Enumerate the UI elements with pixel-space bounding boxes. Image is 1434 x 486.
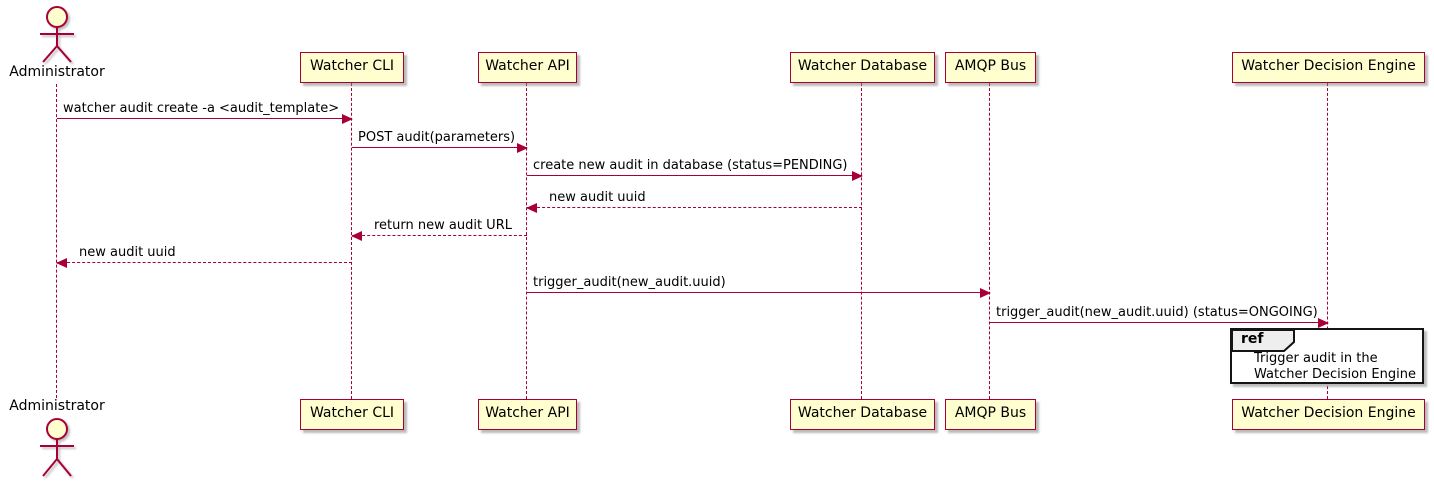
ref-fragment: ref Trigger audit in the Watcher Decisio… (1230, 328, 1424, 384)
ref-keyword: ref (1241, 331, 1264, 347)
message-arrow-line (527, 170, 863, 181)
message-post-audit: POST audit(parameters) (352, 130, 528, 153)
lifeline-watcher-database (861, 83, 862, 399)
message-audit-create: watcher audit create -a <audit_template> (57, 101, 353, 124)
message-trigger-audit-ongoing: trigger_audit(new_audit.uuid) (status=ON… (990, 305, 1329, 328)
message-new-audit-uuid-to-admin: new audit uuid (56, 245, 352, 268)
message-label: create new audit in database (status=PEN… (533, 158, 848, 173)
participant-amqp-bus-top: AMQP Bus (945, 52, 1036, 83)
lifeline-amqp-bus (989, 83, 990, 399)
participant-amqp-bus-bottom: AMQP Bus (945, 399, 1036, 430)
message-label: trigger_audit(new_audit.uuid) (status=ON… (996, 305, 1318, 320)
message-return-audit-url: return new audit URL (351, 218, 527, 241)
ref-header-pentagon-icon (1231, 329, 1295, 352)
message-arrow-line (56, 257, 352, 268)
message-label: watcher audit create -a <audit_template> (63, 101, 340, 116)
message-label: trigger_audit(new_audit.uuid) (533, 275, 726, 290)
arrowhead-right-icon (980, 287, 991, 298)
arrowhead-left-icon (526, 202, 537, 213)
arrowhead-right-icon (517, 142, 528, 153)
participant-watcher-decision-engine-bottom: Watcher Decision Engine (1232, 399, 1425, 430)
arrowhead-left-icon (56, 257, 67, 268)
participant-watcher-database-top: Watcher Database (790, 52, 935, 83)
arrowhead-right-icon (1318, 317, 1329, 328)
arrowhead-left-icon (351, 230, 362, 241)
actor-label-bottom: Administrator (9, 398, 105, 414)
lifeline-administrator (56, 84, 57, 398)
lifeline-watcher-decision-engine (1327, 83, 1328, 399)
message-label: return new audit URL (374, 218, 512, 233)
message-new-audit-uuid-return: new audit uuid (526, 190, 862, 213)
message-arrow-line (527, 287, 991, 298)
message-label: new audit uuid (79, 245, 176, 260)
participant-watcher-decision-engine-top: Watcher Decision Engine (1232, 52, 1425, 83)
message-arrow-line (990, 317, 1329, 328)
message-trigger-audit: trigger_audit(new_audit.uuid) (527, 275, 991, 298)
message-create-audit-db: create new audit in database (status=PEN… (527, 158, 863, 181)
actor-figure-icon (40, 6, 74, 63)
participant-watcher-cli-bottom: Watcher CLI (300, 399, 404, 430)
lifeline-watcher-cli (351, 83, 352, 399)
message-label: POST audit(parameters) (358, 130, 516, 145)
message-label: new audit uuid (549, 190, 646, 205)
message-arrow-line (57, 113, 353, 124)
lifeline-watcher-api (526, 83, 527, 399)
arrowhead-right-icon (852, 170, 863, 181)
ref-body-text: Trigger audit in the Watcher Decision En… (1254, 351, 1416, 383)
participant-watcher-api-top: Watcher API (478, 52, 577, 83)
ref-body-line: Watcher Decision Engine (1254, 367, 1416, 382)
actor-label-top: Administrator (9, 64, 105, 80)
message-arrow-line (351, 230, 527, 241)
ref-body-line: Trigger audit in the (1254, 351, 1378, 366)
participant-watcher-database-bottom: Watcher Database (790, 399, 935, 430)
actor-figure-icon (40, 418, 74, 477)
participant-watcher-api-bottom: Watcher API (478, 399, 577, 430)
message-arrow-line (526, 202, 862, 213)
participant-watcher-cli-top: Watcher CLI (300, 52, 404, 83)
arrowhead-right-icon (342, 113, 353, 124)
message-arrow-line (352, 142, 528, 153)
